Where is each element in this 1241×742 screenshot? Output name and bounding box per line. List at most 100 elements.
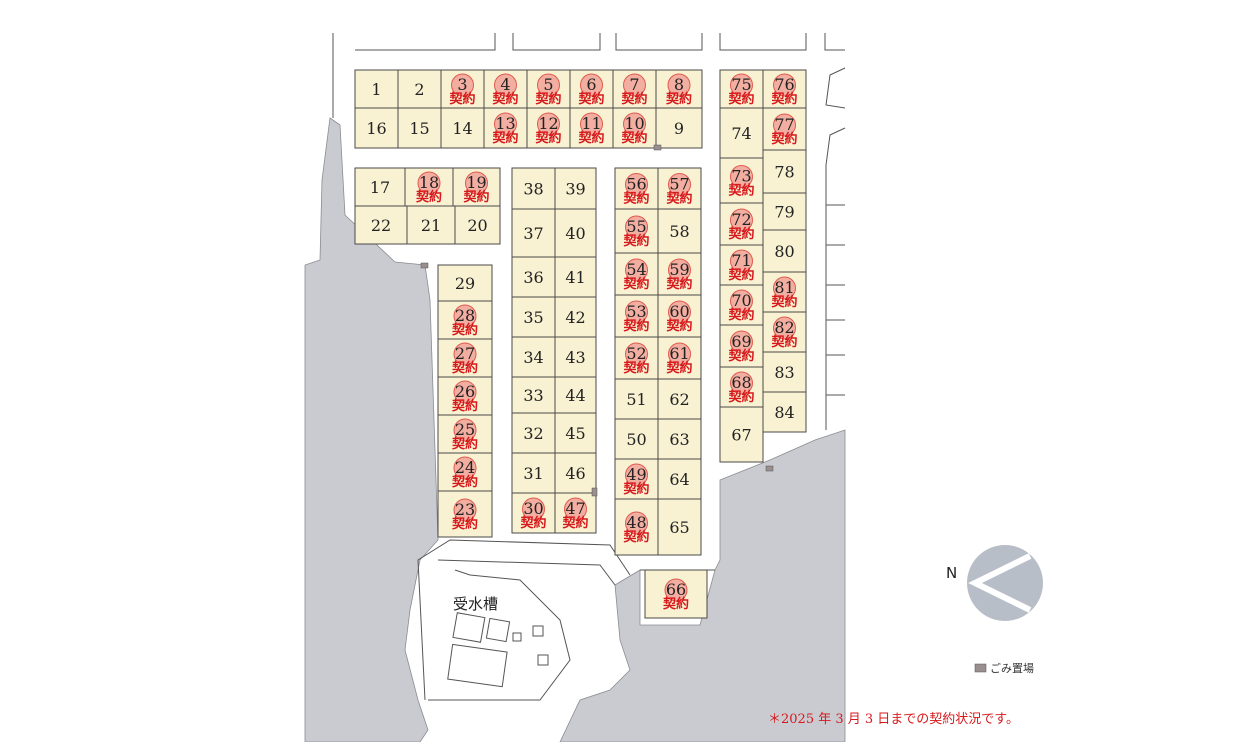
lot-number: 84 xyxy=(774,403,794,422)
lot-37[interactable]: 37 xyxy=(511,208,556,258)
lot-62[interactable]: 62 xyxy=(657,378,702,420)
lot-64[interactable]: 64 xyxy=(657,458,702,500)
lot-84[interactable]: 84 xyxy=(762,391,807,433)
garbage-markers xyxy=(420,144,774,497)
lot-44[interactable]: 44 xyxy=(554,376,597,414)
lot-45[interactable]: 45 xyxy=(554,412,597,454)
lot-shape xyxy=(406,205,456,245)
lot-74[interactable]: 74 xyxy=(719,107,764,159)
lot-41[interactable]: 41 xyxy=(554,256,597,298)
lot-7[interactable]: 7契約 xyxy=(612,69,657,109)
sold-marker-icon xyxy=(580,73,603,97)
lot-50[interactable]: 50 xyxy=(614,418,659,460)
lot-65[interactable]: 65 xyxy=(657,498,702,556)
lot-80[interactable]: 80 xyxy=(762,229,807,273)
lot-6[interactable]: 6契約 xyxy=(569,69,614,109)
sold-marker-icon xyxy=(494,73,517,97)
lot-33[interactable]: 33 xyxy=(511,376,556,414)
lot-16[interactable]: 16 xyxy=(354,107,399,149)
lot-8[interactable]: 8契約 xyxy=(655,69,703,109)
sold-marker-icon xyxy=(625,342,648,366)
lot-39[interactable]: 39 xyxy=(554,167,597,210)
lot-20[interactable]: 20 xyxy=(454,205,501,245)
lot-34[interactable]: 34 xyxy=(511,336,556,378)
lot-number: 43 xyxy=(565,348,585,367)
sold-label: 契約 xyxy=(577,130,604,146)
lot-67[interactable]: 67 xyxy=(719,406,764,463)
lot-32[interactable]: 32 xyxy=(511,412,556,454)
lot-1[interactable]: 1 xyxy=(354,69,399,109)
lot-42[interactable]: 42 xyxy=(554,296,597,338)
lot-46[interactable]: 46 xyxy=(554,452,597,494)
terrain-south xyxy=(559,429,846,742)
lot-number: 26 xyxy=(455,382,475,401)
lot-5[interactable]: 5契約 xyxy=(526,69,571,109)
lot-4[interactable]: 4契約 xyxy=(483,69,528,109)
lot-15[interactable]: 15 xyxy=(397,107,442,149)
sold-label: 契約 xyxy=(534,91,561,107)
lot-63[interactable]: 63 xyxy=(657,418,702,460)
lot-83[interactable]: 83 xyxy=(762,351,807,393)
lot-36[interactable]: 36 xyxy=(511,256,556,298)
lot-21[interactable]: 21 xyxy=(406,205,456,245)
lot-number: 56 xyxy=(626,175,646,194)
lot-22[interactable]: 22 xyxy=(354,205,408,245)
lot-number: 42 xyxy=(565,308,585,327)
lot-35[interactable]: 35 xyxy=(511,296,556,338)
sold-marker-icon xyxy=(625,215,648,239)
lot-38[interactable]: 38 xyxy=(511,167,556,210)
lot-43[interactable]: 43 xyxy=(554,336,597,378)
lot-number: 67 xyxy=(731,426,751,445)
lot-78[interactable]: 78 xyxy=(762,149,807,194)
lot-40[interactable]: 40 xyxy=(554,208,597,258)
lot-14[interactable]: 14 xyxy=(440,107,485,149)
lot-29[interactable]: 29 xyxy=(437,264,493,302)
lot-31[interactable]: 31 xyxy=(511,452,556,494)
lot-79[interactable]: 79 xyxy=(762,192,807,231)
lot-3[interactable]: 3契約 xyxy=(440,69,485,109)
sold-label: 契約 xyxy=(462,189,489,205)
lot-9[interactable]: 9 xyxy=(655,107,703,149)
lot-51[interactable]: 51 xyxy=(614,378,659,420)
lot-58[interactable]: 58 xyxy=(657,208,702,254)
lot-2[interactable]: 2 xyxy=(397,69,442,109)
lot-17[interactable]: 17 xyxy=(354,167,406,207)
